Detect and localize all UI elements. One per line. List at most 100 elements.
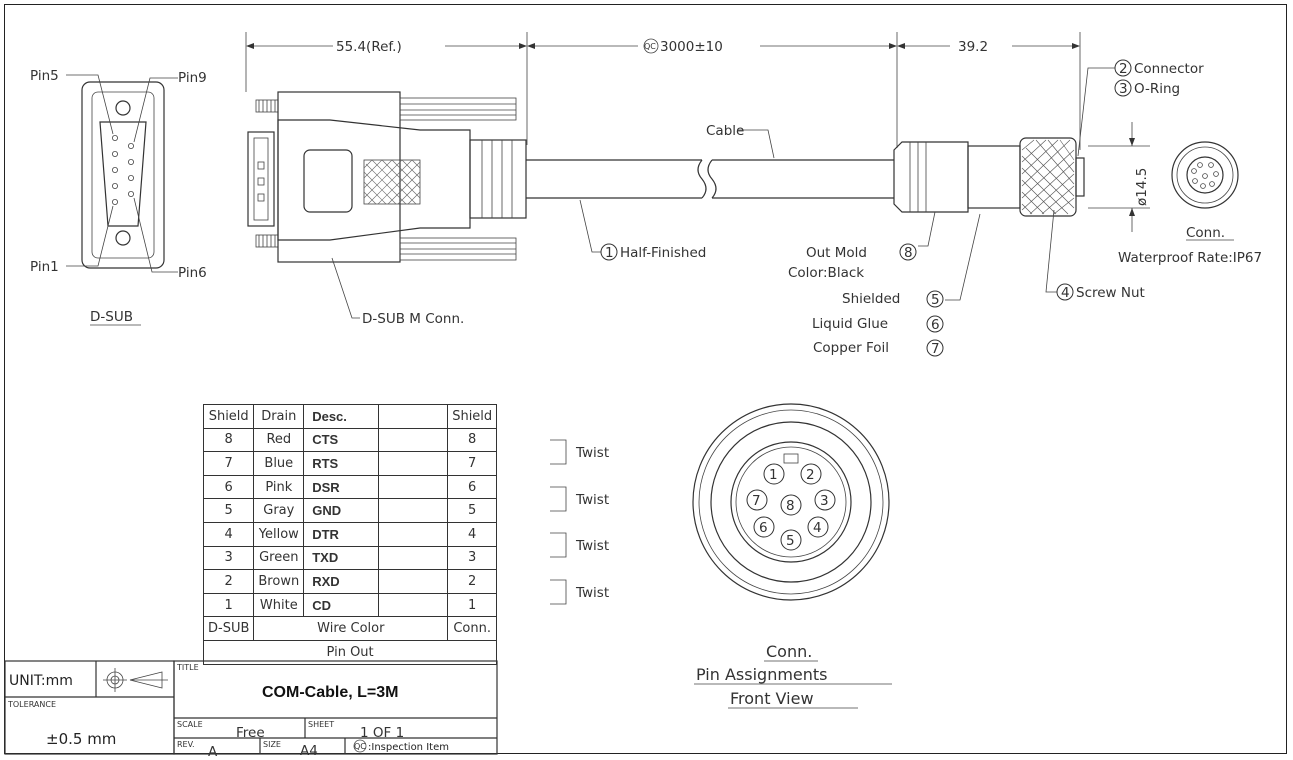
header-blank xyxy=(378,404,449,429)
front-pin-3: 3 xyxy=(820,493,829,509)
callout-4-number: 4 xyxy=(1061,285,1070,301)
header-shield-right: Shield xyxy=(447,404,498,429)
blank-cell xyxy=(378,569,449,594)
tolerance-label: TOLERANCE xyxy=(7,700,56,709)
table-row: 8 Red CTS 8 xyxy=(202,427,498,453)
dsub-connector-drawing xyxy=(247,91,527,263)
dsub-pin5-label: Pin5 xyxy=(30,68,59,84)
desc-cell: TXD xyxy=(303,545,380,571)
desc-cell: GND xyxy=(303,498,380,523)
footer-conn: Conn. xyxy=(447,616,498,641)
table-footer-row: Pin Out xyxy=(202,639,498,665)
callout-5-number: 5 xyxy=(931,292,940,308)
desc-cell: CD xyxy=(303,592,380,618)
rev-label: REV. xyxy=(177,740,195,749)
cable-drawing xyxy=(526,159,894,199)
waterproof-rating: Waterproof Rate:IP67 xyxy=(1118,250,1262,266)
callout-3-circle xyxy=(1114,79,1132,97)
footer-dsub: D-SUB xyxy=(202,616,255,641)
dsub-pin-cell: 6 xyxy=(202,474,255,500)
callout-2-number: 2 xyxy=(1119,61,1128,77)
desc-cell: CTS xyxy=(303,427,380,453)
conn-pin-cell: 5 xyxy=(447,498,498,523)
front-view-line1: Conn. xyxy=(766,642,812,661)
conn-small-caption: Conn. xyxy=(1186,225,1225,241)
blank-cell xyxy=(378,545,449,571)
connector-face-small xyxy=(1171,141,1239,241)
wire-color-cell: Brown xyxy=(253,569,305,594)
dsub-pin-cell: 7 xyxy=(202,451,255,476)
scale-value: Free xyxy=(236,725,265,741)
front-pin-2: 2 xyxy=(806,467,815,483)
blank-cell xyxy=(378,592,449,618)
wire-color-cell: Pink xyxy=(253,474,305,500)
callout-6-circle xyxy=(926,315,944,333)
blank-cell xyxy=(378,474,449,500)
dimension-cable-length: 3000±10 xyxy=(660,39,723,55)
dsub-pin-cell: 5 xyxy=(202,498,255,523)
footer-pin-out: Pin Out xyxy=(202,639,498,665)
callout-leaders xyxy=(331,67,1116,319)
dsub-pin-cell: 3 xyxy=(202,545,255,571)
callout-4-label: Screw Nut xyxy=(1076,285,1145,301)
dsub-conn-label: D-SUB M Conn. xyxy=(362,311,464,327)
front-view-line3: Front View xyxy=(730,689,814,708)
dsub-pin-cell: 2 xyxy=(202,569,255,594)
dimension-dsub-length: 55.4(Ref.) xyxy=(336,39,402,55)
blank-cell xyxy=(378,498,449,523)
dsub-pin9-label: Pin9 xyxy=(178,70,207,86)
table-row: 6 Pink DSR 6 xyxy=(202,474,498,500)
conn-pin-cell: 3 xyxy=(447,545,498,571)
twist-label-4: Twist xyxy=(575,585,609,601)
front-pin-6: 6 xyxy=(759,520,768,536)
cable-label: Cable xyxy=(706,123,744,139)
blank-cell xyxy=(378,427,449,453)
table-row: 4 Yellow DTR 4 xyxy=(202,521,498,547)
conn-pin-cell: 2 xyxy=(447,569,498,594)
callout-1-label: Half-Finished xyxy=(620,245,706,261)
conn-pin-cell: 1 xyxy=(447,592,498,618)
callout-8-color: Color:Black xyxy=(788,265,864,281)
connector-front-view xyxy=(692,403,890,601)
twist-label-2: Twist xyxy=(575,492,609,508)
front-pin-7: 7 xyxy=(752,493,761,509)
tolerance-value: ±0.5 mm xyxy=(46,730,116,748)
scale-label: SCALE xyxy=(177,720,203,729)
wire-color-cell: Green xyxy=(253,545,305,571)
callout-3-number: 3 xyxy=(1119,81,1128,97)
callout-5-circle xyxy=(926,290,944,308)
desc-cell: DSR xyxy=(303,474,380,500)
front-pin-4: 4 xyxy=(813,520,822,536)
front-pin-5: 5 xyxy=(786,533,795,549)
wire-color-cell: Gray xyxy=(253,498,305,523)
desc-cell: DTR xyxy=(303,521,380,547)
header-drain: Drain xyxy=(253,404,305,429)
wire-color-cell: White xyxy=(253,592,305,618)
twist-brackets xyxy=(550,439,567,605)
dsub-pin-cell: 8 xyxy=(202,427,255,453)
conn-pin-cell: 6 xyxy=(447,474,498,500)
dimension-lines xyxy=(245,32,1081,150)
title-label: TITLE xyxy=(176,663,199,672)
size-value: A4 xyxy=(300,743,318,759)
dsub-pin6-label: Pin6 xyxy=(178,265,207,281)
circular-connector-drawing xyxy=(893,122,1150,232)
header-desc: Desc. xyxy=(303,404,380,429)
table-row: 7 Blue RTS 7 xyxy=(202,451,498,476)
desc-cell: RXD xyxy=(303,569,380,594)
inspection-qc-icon xyxy=(353,739,367,753)
table-row: 3 Green TXD 3 xyxy=(202,545,498,571)
front-pins: 1 2 3 4 5 6 7 8 xyxy=(746,463,836,551)
inspection-qc-mark: QC xyxy=(354,742,366,751)
callout-1-number: 1 xyxy=(605,245,614,261)
front-pin-1: 1 xyxy=(769,467,778,483)
front-pin-8: 8 xyxy=(786,498,795,514)
table-row: 5 Gray GND 5 xyxy=(202,498,498,523)
table-row: 1 White CD 1 xyxy=(202,592,498,618)
callout-6-label: Liquid Glue xyxy=(812,316,888,332)
dsub-pin1-label: Pin1 xyxy=(30,259,59,275)
footer-wire-color: Wire Color xyxy=(253,616,449,641)
dimension-connector-length: 39.2 xyxy=(958,39,988,55)
wire-color-cell: Red xyxy=(253,427,305,453)
